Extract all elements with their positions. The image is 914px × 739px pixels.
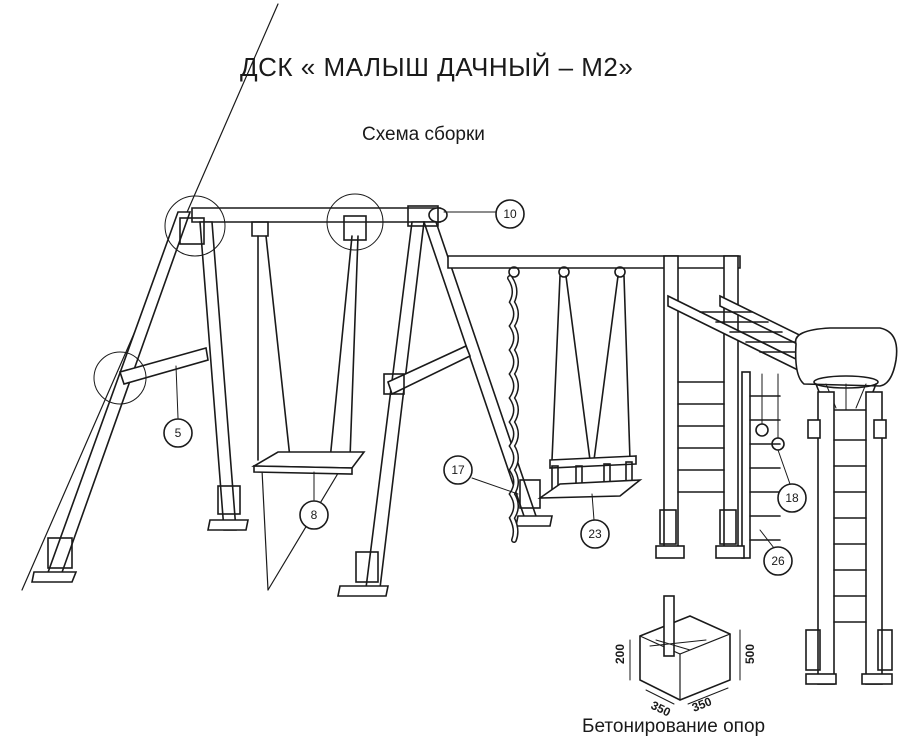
callout-label-8: 8	[311, 508, 318, 522]
basketball-post	[794, 327, 898, 685]
callout-label-10: 10	[503, 207, 517, 221]
dim-depth-500: 500	[743, 644, 757, 664]
climbing-rope	[507, 275, 519, 543]
page-subtitle: Схема сборки	[362, 124, 485, 145]
dim-height-200: 200	[613, 644, 627, 664]
callouts	[163, 199, 807, 576]
callout-8	[299, 500, 329, 530]
callout-label-18: 18	[785, 491, 799, 505]
second-beam	[447, 255, 741, 278]
callout-17	[443, 455, 473, 485]
callout-label-23: 23	[588, 527, 602, 541]
callout-18	[777, 483, 807, 513]
callout-label-5: 5	[175, 426, 182, 440]
page-title: ДСК « МАЛЫШ ДАЧНЫЙ – М2»	[240, 52, 634, 82]
callout-5	[163, 418, 193, 448]
dim-width-350-right: 350	[690, 694, 714, 715]
callout-23	[580, 519, 610, 549]
seat-swing	[537, 275, 643, 499]
swing-frame-left	[31, 193, 553, 597]
callout-label-17: 17	[451, 463, 465, 477]
climbing-tower	[655, 255, 831, 559]
footing-caption: Бетонирование опор	[582, 716, 766, 737]
footing-detail	[629, 595, 741, 705]
board-swing	[251, 221, 366, 591]
callout-26	[763, 546, 793, 576]
callout-10	[495, 199, 525, 229]
callout-label-26: 26	[771, 554, 785, 568]
